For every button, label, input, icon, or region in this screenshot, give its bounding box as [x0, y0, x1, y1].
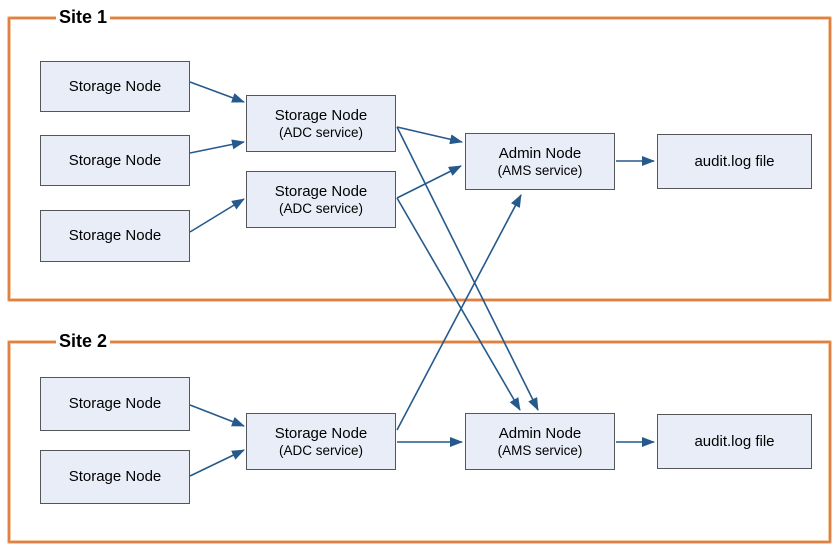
node-site2-auditlog: audit.log file [657, 414, 812, 469]
node-label: Storage Node [68, 227, 162, 244]
site2-frame: Site 2 [8, 329, 831, 543]
arrow-s2sn2-to-s2adc [189, 449, 245, 477]
node-site1-storage-3: Storage Node [40, 210, 190, 262]
node-site1-auditlog: audit.log file [657, 134, 812, 189]
arrow-s1adc2-to-s2admin [396, 197, 521, 411]
node-site1-adc-2: Storage Node (ADC service) [246, 171, 396, 228]
node-site1-adc-1: Storage Node (ADC service) [246, 95, 396, 152]
node-label: Storage Node [68, 151, 162, 169]
node-label: Admin Node [498, 144, 582, 162]
node-label: audit.log file [694, 432, 775, 450]
arrow-s1sn2-to-s1adc1 [189, 139, 245, 154]
arrow-s2adc-to-s1admin [396, 194, 522, 431]
node-label: Storage Node [68, 77, 162, 95]
node-sublabel: (ADC service) [278, 124, 363, 140]
node-site2-storage-1: Storage Node [40, 377, 190, 431]
node-sublabel: (ADC service) [278, 442, 363, 458]
arrow-s2sn1-to-s2adc [189, 404, 245, 427]
node-sublabel: (ADC service) [278, 200, 363, 216]
arrow-s1adc1-to-s2admin [396, 126, 539, 411]
node-label: Storage Node [274, 182, 368, 200]
arrow-s1sn3-to-s1adc2 [189, 198, 245, 233]
arrow-s1adc2-to-s1admin [396, 165, 462, 199]
node-label: Storage Node [68, 395, 162, 412]
site1-label: Site 1 [56, 5, 111, 29]
node-site2-admin: Admin Node (AMS service) [465, 413, 615, 470]
node-site1-storage-1: Storage Node [40, 61, 190, 112]
node-label: Storage Node [274, 424, 368, 442]
site2-label: Site 2 [56, 329, 111, 353]
node-label: audit.log file [694, 152, 775, 170]
site1-frame: Site 1 [8, 5, 831, 301]
node-sublabel: (AMS service) [497, 442, 583, 458]
node-sublabel: (AMS service) [497, 162, 583, 178]
arrow-s1sn1-to-s1adc1 [189, 81, 245, 103]
node-site1-admin: Admin Node (AMS service) [465, 133, 615, 190]
node-site2-storage-2: Storage Node [40, 450, 190, 504]
node-site2-adc: Storage Node (ADC service) [246, 413, 396, 470]
node-label: Storage Node [68, 468, 162, 485]
node-site1-storage-2: Storage Node [40, 135, 190, 186]
node-label: Admin Node [498, 424, 582, 442]
arrow-s1adc1-to-s1admin [396, 126, 463, 145]
node-label: Storage Node [274, 106, 368, 124]
